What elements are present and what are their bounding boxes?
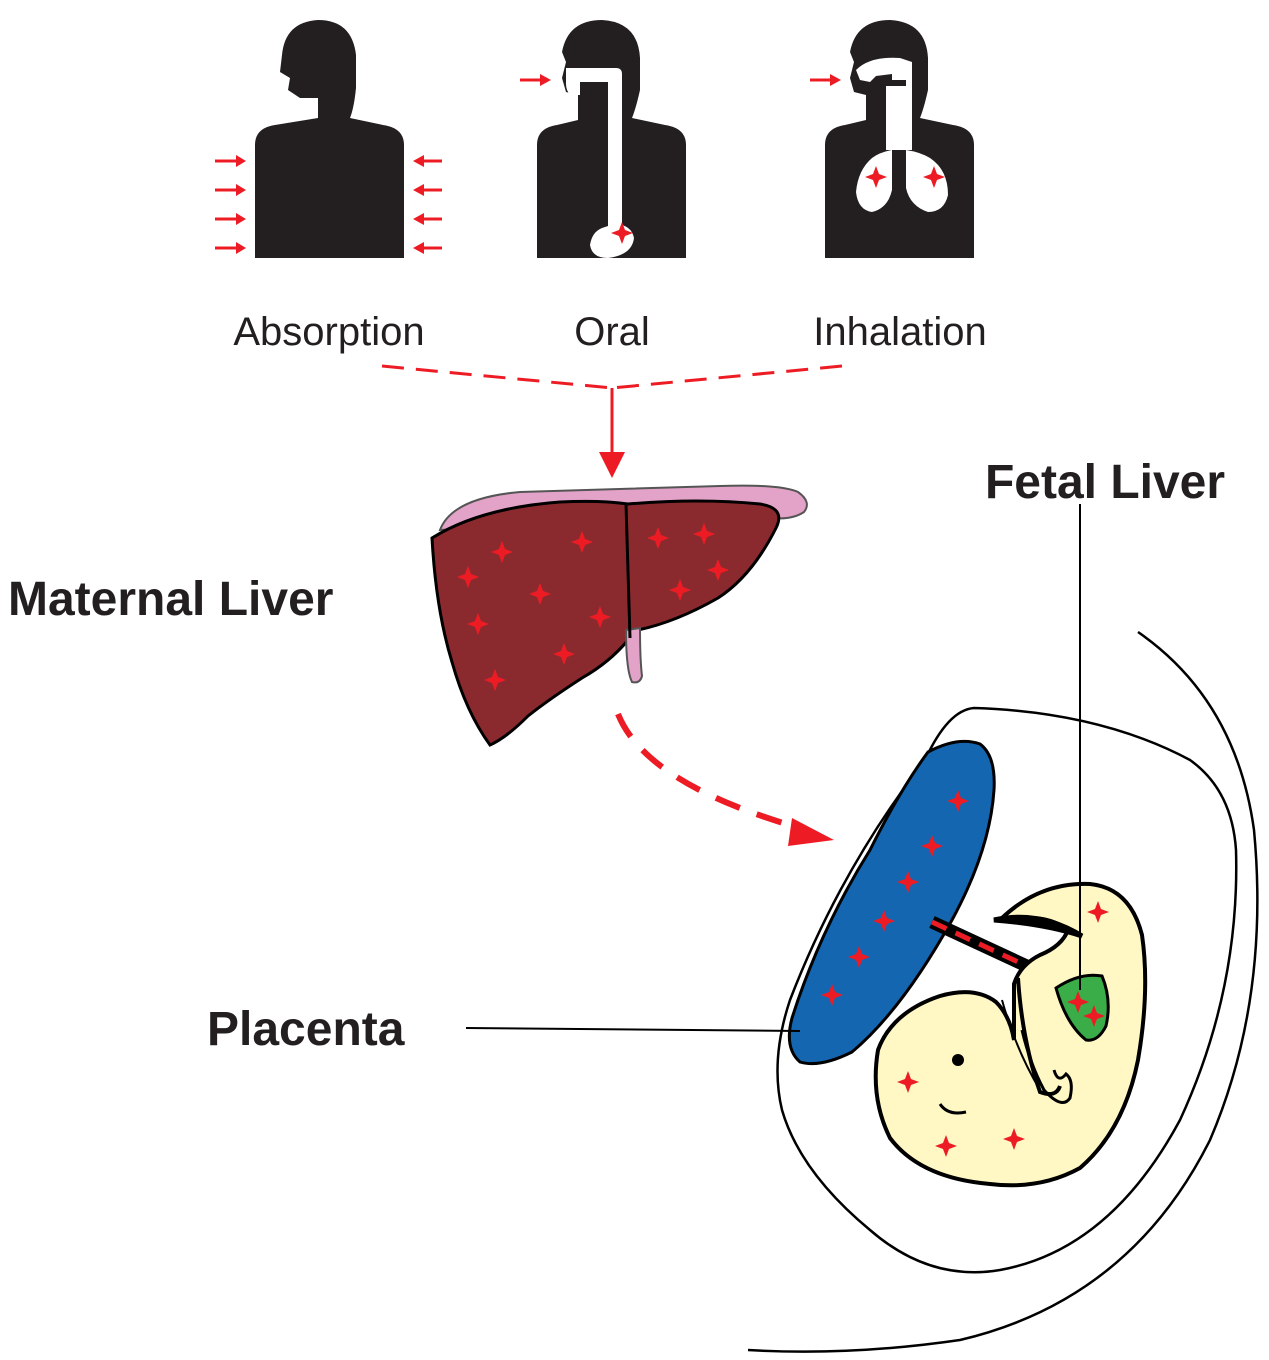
fetal-liver-label: Fetal Liver — [985, 456, 1225, 509]
down-arrowhead-icon — [599, 452, 625, 478]
ligament-icon — [626, 628, 642, 682]
absorption-label: Absorption — [233, 310, 424, 354]
maternal-liver — [432, 486, 807, 745]
inhalation-arrow — [810, 74, 841, 86]
absorption-silhouette-icon — [255, 20, 404, 258]
oral-arrow — [520, 74, 551, 86]
maternal-liver-label: Maternal Liver — [8, 573, 333, 626]
inhalation-figure — [810, 20, 974, 258]
transfer-dashed-arrow — [618, 714, 800, 828]
placenta-leader-line — [466, 1028, 800, 1031]
trachea-icon — [886, 86, 906, 150]
oral-figure — [520, 20, 686, 258]
inhalation-label: Inhalation — [813, 310, 986, 354]
absorption-figure — [215, 20, 442, 258]
oral-label: Oral — [574, 310, 650, 354]
placenta-label: Placenta — [207, 1003, 405, 1056]
transfer-arrowhead-icon — [788, 818, 834, 846]
fetus-eye-icon — [952, 1054, 964, 1066]
route-convergence-lines — [382, 366, 842, 460]
